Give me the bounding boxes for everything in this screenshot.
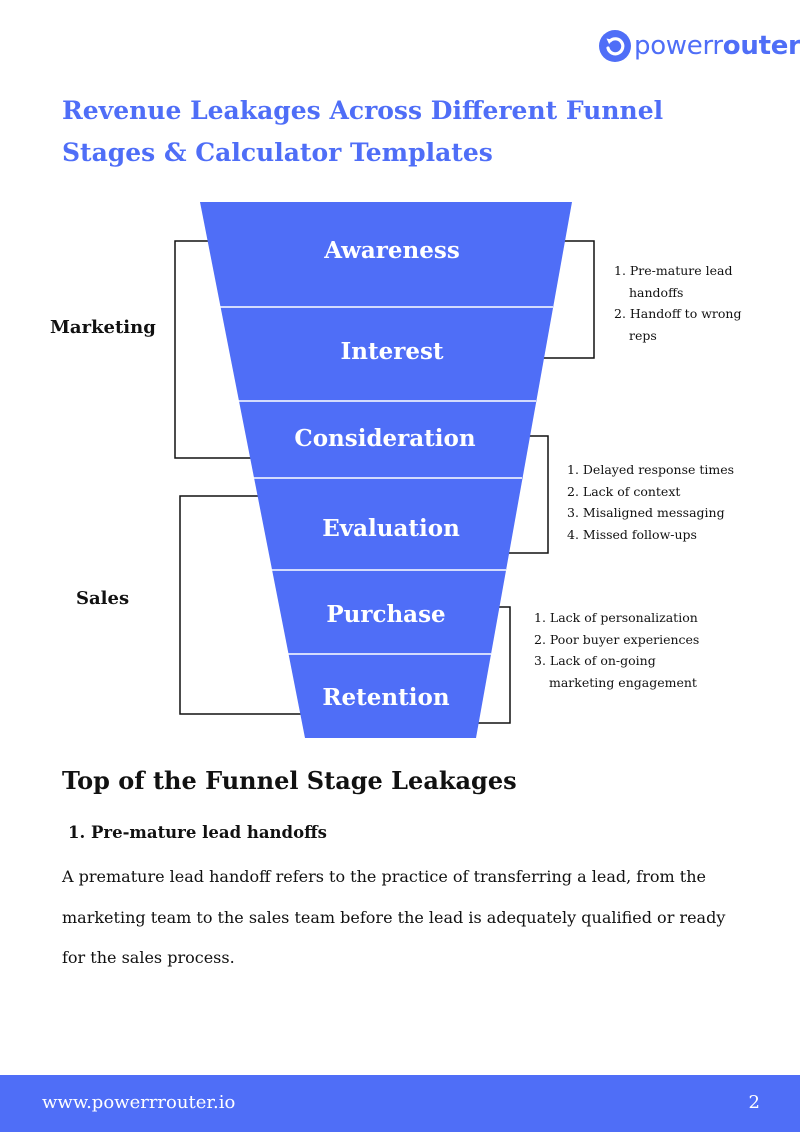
page-footer: www.powerrrouter.io 2	[0, 1075, 800, 1132]
section-body: A premature lead handoff refers to the p…	[62, 867, 726, 967]
leak-bracket-middle	[501, 435, 549, 554]
stage-consideration-label: Consideration	[294, 425, 475, 452]
stage-evaluation-label: Evaluation	[322, 515, 460, 542]
funnel-shape	[200, 202, 572, 738]
stage-retention-label: Retention	[322, 684, 449, 711]
leak-bracket-top	[536, 240, 595, 359]
leak-list-middle: 1. Delayed response times 2. Lack of con…	[567, 459, 767, 545]
brand-wordmark-part2: outer	[722, 31, 800, 61]
powerrouter-logo-icon	[599, 30, 631, 62]
marketing-bracket	[174, 240, 252, 459]
funnel-diagram: Awareness Interest Consideration Evaluat…	[174, 202, 595, 738]
stage-interest-label: Interest	[340, 338, 443, 365]
stage-awareness-label: Awareness	[323, 237, 460, 264]
section-subheading: 1. Pre-mature lead handoffs	[68, 823, 327, 842]
list-item: 2. Poor buyer experiences	[534, 631, 700, 647]
sales-bracket	[179, 495, 302, 715]
section-heading: Top of the Funnel Stage Leakages	[62, 766, 517, 795]
leak-list-bottom: 1. Lack of personalization 2. Poor buyer…	[534, 607, 724, 693]
brand-wordmark: powerrouter	[634, 31, 800, 61]
stage-purchase-label: Purchase	[326, 601, 445, 628]
list-item: 1. Pre-mature lead handoffs	[614, 263, 733, 300]
list-item: 1. Lack of personalization	[534, 610, 698, 625]
page-title: Revenue Leakages Across Different Funnel…	[62, 96, 664, 167]
list-item: 3. Lack of on-going marketing engagement	[534, 653, 697, 690]
marketing-group-label: Marketing	[50, 317, 156, 338]
leak-list-top: 1. Pre-mature lead handoffs 2. Handoff t…	[614, 260, 749, 346]
list-item: 1. Delayed response times	[567, 462, 735, 477]
sales-group-label: Sales	[76, 588, 130, 609]
list-item: 3. Misaligned messaging	[567, 505, 725, 520]
brand-logo: powerrouter	[598, 28, 800, 64]
brand-wordmark-part1: powerr	[634, 31, 723, 61]
list-item: 2. Handoff to wrong reps	[614, 306, 742, 343]
list-item: 4. Missed follow-ups	[567, 526, 697, 542]
list-item: 2. Lack of context	[567, 483, 681, 499]
page-number: 2	[748, 1092, 760, 1113]
footer-url-link[interactable]: www.powerrrouter.io	[42, 1092, 236, 1113]
